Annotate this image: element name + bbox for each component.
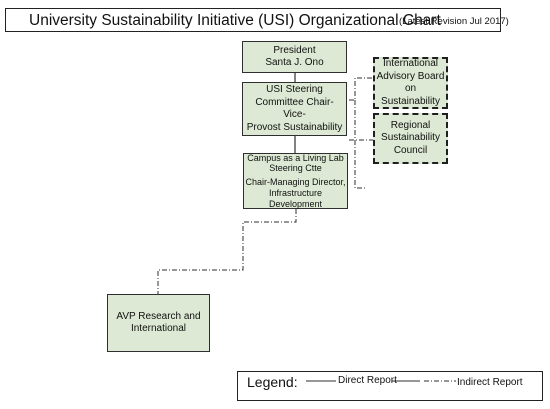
node-campus-line-1: Campus as a Living Lab [247, 152, 344, 163]
legend-direct-label: Direct Report [338, 375, 397, 386]
node-campus-line-5: Development [268, 198, 323, 209]
node-steering-line-3: Provost Sustainability [246, 121, 343, 133]
node-regional-line-1: Regional [390, 119, 431, 131]
node-advisory-line-2: Advisory Board [376, 70, 445, 82]
node-regional-line-3: Council [393, 144, 428, 156]
legend-label: Legend: [247, 374, 298, 390]
connector-campus-council-loop [354, 100, 366, 189]
legend-frame [237, 371, 543, 401]
node-avp-research[interactable]: AVP Research and International [107, 294, 210, 352]
node-steering-line-1: USI Steering [266, 84, 323, 95]
node-advisory-line-1: International [382, 58, 439, 69]
node-avp-line-2: International [130, 323, 187, 334]
node-advisory-line-3: on Sustainability [381, 83, 440, 107]
node-campus-line-3: Chair-Managing Director, [245, 177, 346, 188]
connector-campus-avp [157, 209, 297, 294]
legend-indirect-label: Indirect Report [457, 377, 523, 388]
node-campus-line-4: Infrastructure [268, 187, 323, 198]
node-steering-line-2: Committee Chair- Vice- [255, 96, 334, 121]
node-regional-council[interactable]: Regional Sustainability Council [373, 113, 448, 164]
node-regional-line-2: Sustainability [381, 132, 440, 144]
node-advisory-board[interactable]: International Advisory Board on Sustaina… [373, 57, 448, 109]
title-frame [5, 8, 501, 32]
connector-steering-advisory [349, 77, 374, 101]
node-avp-line-1: AVP Research and [116, 310, 201, 322]
node-president[interactable]: President Santa J. Ono [242, 41, 347, 73]
revision-note: (Latest Revision Jul 2017) [399, 16, 509, 27]
node-president-line-1: President [273, 44, 316, 56]
chart-title: University Sustainability Initiative (US… [29, 12, 441, 29]
node-campus-living-lab[interactable]: Campus as a Living Lab Steering Ctte Cha… [243, 153, 348, 209]
node-president-line-2: Santa J. Ono [265, 57, 324, 68]
node-steering[interactable]: USI Steering Committee Chair- Vice- Prov… [242, 82, 347, 136]
node-campus-line-2: Steering Ctte [269, 163, 322, 174]
